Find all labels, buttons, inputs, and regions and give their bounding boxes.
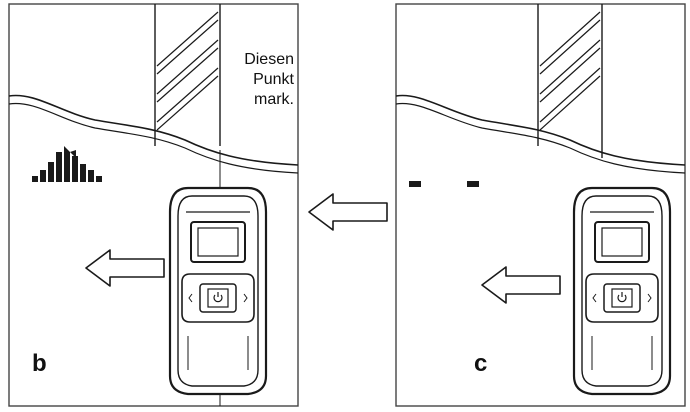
detector-device-b [168, 186, 268, 396]
transition-arrow-icon [308, 193, 388, 231]
detector-device-c [572, 186, 672, 396]
wall-stud-c [537, 4, 603, 158]
panel-label-b: b [32, 350, 47, 377]
wall-break-line-b [8, 94, 299, 166]
panel-c [395, 3, 686, 407]
panel-label-c: c [474, 350, 488, 377]
wall-break-line-c [395, 94, 686, 166]
annotation-text: Diesen Punkt mark. [210, 50, 294, 110]
wall-stud-b [154, 4, 221, 146]
annotation-line-1: Diesen [244, 51, 294, 68]
power-icon [617, 292, 627, 303]
signal-strength-icon [32, 146, 102, 182]
annotation-line-2: Punkt [253, 71, 294, 88]
annotation-line-3: mark. [254, 91, 294, 108]
power-icon [213, 292, 223, 303]
dash-indicator-icon [409, 181, 479, 187]
panel-b [8, 3, 299, 407]
